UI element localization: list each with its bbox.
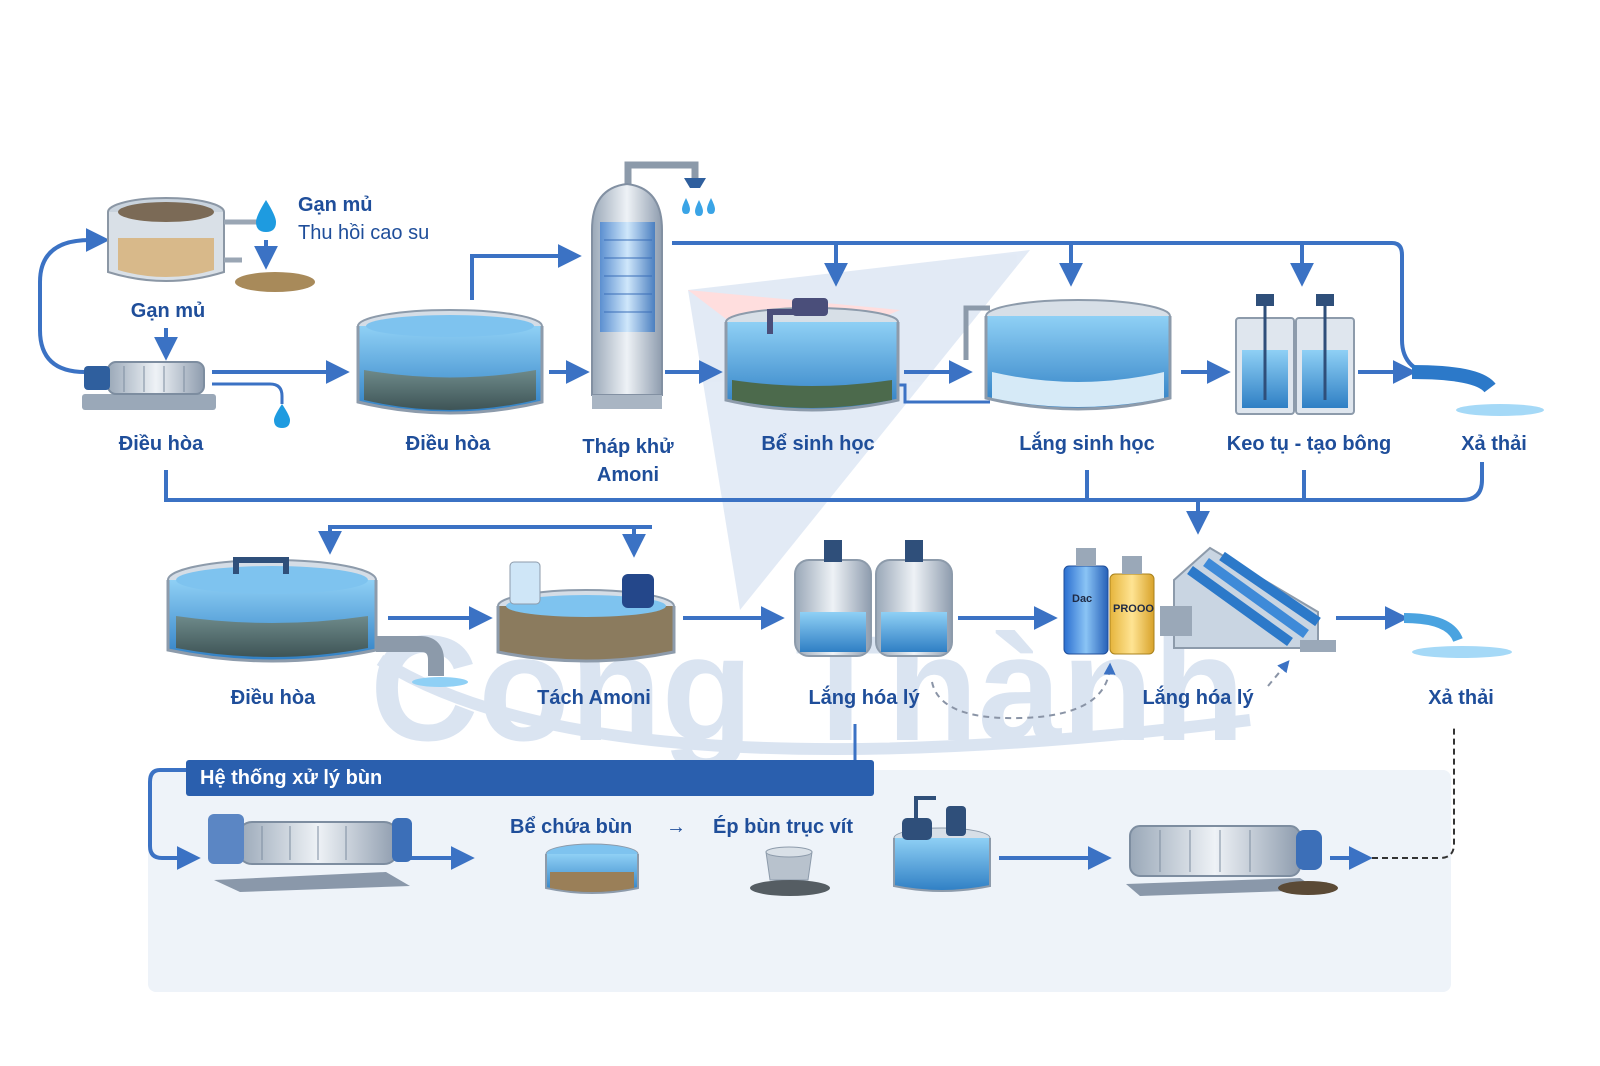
flow-dashed-loop-2 bbox=[1267, 660, 1290, 687]
biological-tank bbox=[724, 298, 900, 412]
label-screw-press: Ép bùn trục vít bbox=[713, 816, 853, 838]
label-ammonia-tower-line2: Amoni bbox=[596, 464, 660, 486]
sludge-dosing-tank bbox=[893, 796, 991, 892]
ammonia-separation-tank bbox=[496, 561, 676, 663]
top-note-subtitle: Thu hồi cao su bbox=[298, 222, 430, 244]
label-ammonia-separation: Tách Amoni bbox=[537, 687, 651, 709]
label-equalization-3: Điều hòa bbox=[230, 687, 316, 709]
label-bio-tank: Bể sinh học bbox=[761, 433, 875, 455]
label-discharge-1: Xả thải bbox=[1461, 433, 1527, 455]
ammonia-tower bbox=[591, 161, 706, 409]
pump-equipment bbox=[82, 361, 216, 410]
chemical-dosing-tanks: Dac PROOO bbox=[1063, 548, 1155, 655]
label-coagulation: Keo tụ - tạo bông bbox=[1226, 433, 1392, 455]
screw-press-1 bbox=[208, 814, 412, 892]
chemical-settling-tanks bbox=[794, 540, 953, 657]
equalization-basin-2 bbox=[166, 557, 468, 687]
sludge-tank bbox=[545, 843, 639, 894]
chemical-tank-2-label: PROOO bbox=[1113, 603, 1154, 615]
tower-drops bbox=[682, 198, 715, 216]
label-equalization-1: Điều hòa bbox=[118, 433, 204, 455]
label-ammonia-tower: Tháp khử Amoni bbox=[582, 433, 673, 489]
flow-pump-to-trap bbox=[38, 228, 110, 374]
water-drop-icon-2 bbox=[274, 404, 290, 428]
label-bio-settling: Lắng sinh học bbox=[1019, 433, 1155, 455]
coagulation-tanks bbox=[1235, 294, 1355, 415]
label-ammonia-tower-line1: Tháp khử bbox=[582, 436, 674, 458]
flow-eq-up-to-tower bbox=[470, 244, 582, 300]
flow-pump-drain bbox=[212, 382, 284, 404]
rubber-pile bbox=[235, 272, 315, 292]
label-discharge-2: Xả thải bbox=[1428, 687, 1494, 709]
discharge-pipe-2 bbox=[1403, 613, 1512, 658]
label-equalization-2: Điều hòa bbox=[405, 433, 491, 455]
screw-press-2 bbox=[1126, 825, 1338, 896]
discharge-pipe bbox=[1411, 365, 1544, 416]
flow-row2-loop bbox=[318, 525, 652, 555]
label-sludge-arrow: → bbox=[666, 816, 686, 838]
bio-settling-tank bbox=[963, 299, 1172, 411]
sludge-container bbox=[750, 846, 830, 896]
flow-lines bbox=[38, 228, 1484, 870]
top-note-title: Gạn mủ bbox=[298, 194, 373, 216]
sludge-system-title: Hệ thống xử lý bùn bbox=[200, 767, 383, 789]
label-sludge-tank: Bể chứa bùn bbox=[510, 816, 633, 838]
flow-return-bus bbox=[164, 462, 1484, 502]
label-fat-trap: Gạn mủ bbox=[130, 300, 206, 322]
label-chem-settling-2: Lắng hóa lý bbox=[1142, 687, 1254, 709]
flow-dashed-loop bbox=[931, 662, 1116, 720]
flow-sludge-dashed bbox=[1372, 726, 1455, 859]
sludge-system-banner: Hệ thống xử lý bùn bbox=[186, 760, 874, 796]
fat-trap-tank bbox=[107, 197, 260, 282]
lamella-settler bbox=[1160, 546, 1336, 652]
water-drop-icon bbox=[256, 200, 276, 232]
flow-sludge-entry bbox=[148, 768, 201, 870]
label-chem-settling-1: Lắng hóa lý bbox=[808, 687, 920, 709]
watermark-swoosh bbox=[376, 654, 1251, 756]
chemical-tank-1-label: Dac bbox=[1072, 593, 1092, 605]
equalization-basin bbox=[356, 309, 544, 415]
